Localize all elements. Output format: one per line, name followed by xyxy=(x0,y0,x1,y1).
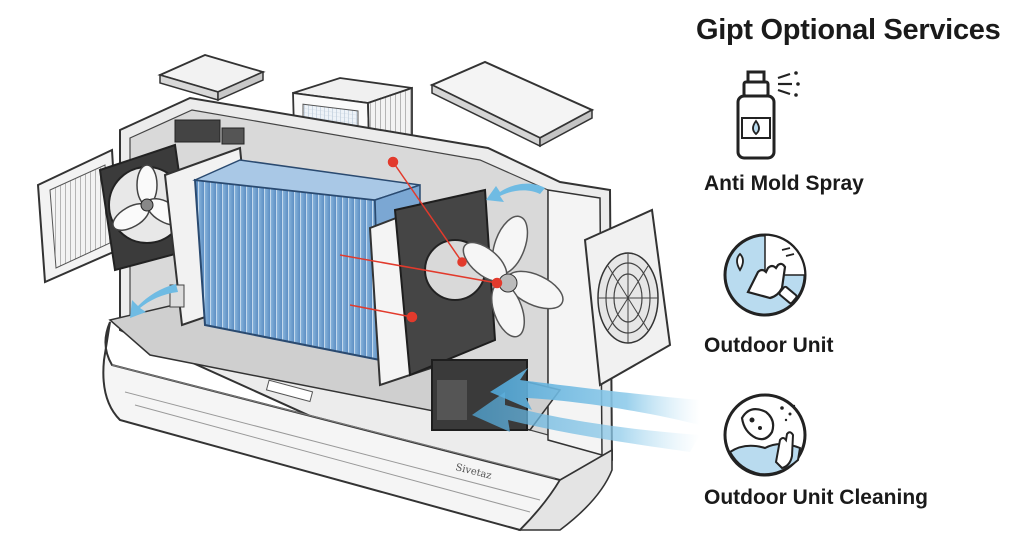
service-label-outdoor-unit-cleaning: Outdoor Unit Cleaning xyxy=(704,486,928,509)
page-title: Gipt Optional Services xyxy=(696,14,1001,46)
front-cover: Sivetaz xyxy=(102,321,613,532)
top-filter-tray xyxy=(429,60,595,148)
hand-cleaning-icon xyxy=(723,233,807,317)
services-panel: Gipt Optional Services Anti Mold Spray O… xyxy=(690,0,1024,559)
ac-exploded-illustration: Sivetaz xyxy=(36,54,700,532)
top-filter-small xyxy=(157,54,266,102)
service-label-anti-mold-spray: Anti Mold Spray xyxy=(704,172,864,195)
cleaning-glove-icon xyxy=(723,393,807,477)
side-filter-panel xyxy=(36,148,120,284)
spray-bottle-icon xyxy=(736,70,800,160)
fan-grille-panel xyxy=(583,208,672,387)
callout-lines xyxy=(339,156,503,323)
service-label-outdoor-unit: Outdoor Unit xyxy=(704,334,834,357)
airflow-arrows xyxy=(130,183,700,452)
